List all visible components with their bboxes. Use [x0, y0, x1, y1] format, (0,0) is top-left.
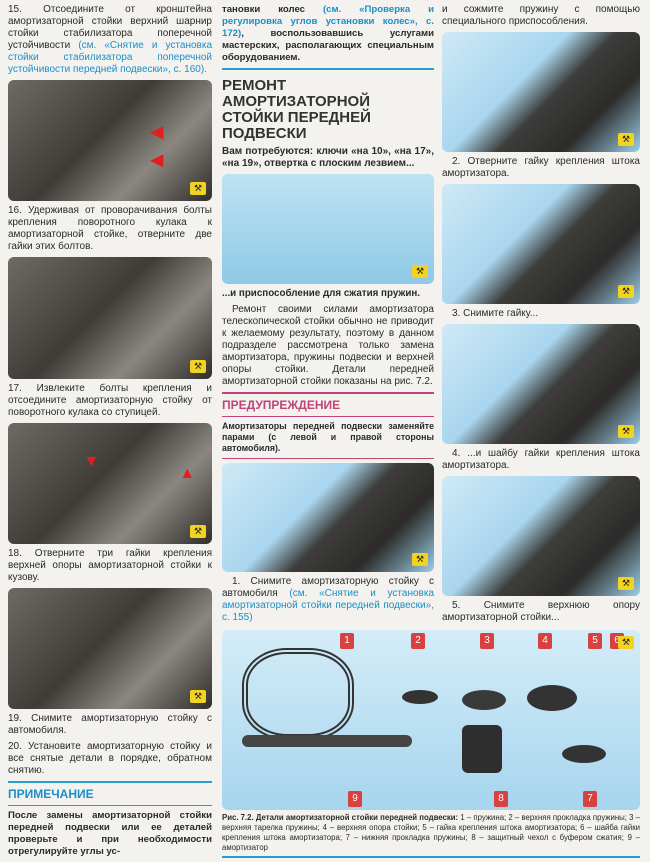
continuation-right: и сожмите пружину с помощью специального… [442, 4, 640, 27]
photo-step-16: ⚒ [8, 257, 212, 379]
divider [222, 415, 434, 417]
arrow-icon: ◀ [150, 152, 164, 170]
upper-mount-part [527, 685, 577, 711]
photo-step-2: ⚒ [442, 184, 640, 304]
photo-step-3: ⚒ [442, 324, 640, 444]
divider [8, 781, 212, 783]
divider [222, 457, 434, 459]
photo-compress-spring: ⚒ [442, 32, 640, 152]
divider [8, 805, 212, 806]
lower-spring-pad-part [562, 745, 606, 763]
figure-caption-title: Рис. 7.2. Детали амортизаторной стойки п… [222, 813, 459, 822]
continuation-pre: тановки колес [222, 4, 306, 15]
tool-badge-icon: ⚒ [618, 285, 634, 298]
step-18: 18. Отверните три гайки крепления верхне… [8, 547, 212, 583]
tool-badge-icon: ⚒ [190, 690, 206, 703]
upper-spring-pad-part [402, 690, 438, 704]
arrow-icon: ▲ [179, 464, 196, 482]
step-4: 4. ...и шайбу гайки крепления штока амор… [442, 448, 640, 471]
continuation-text: тановки колес (см. «Проверка и регулиров… [222, 4, 434, 64]
tool-badge-icon: ⚒ [190, 182, 206, 196]
note-text: После замены амортизаторной стойки перед… [8, 810, 212, 857]
right-column: и сожмите пружину с помощью специального… [442, 4, 640, 624]
figure-caption-text: 1 – пружина; 2 – верхняя прокладка пружи… [222, 813, 640, 852]
arrow-icon: ▼ [83, 452, 100, 470]
figure-label-5: 5 [588, 633, 602, 649]
middle-column: тановки колес (см. «Проверка и регулиров… [222, 4, 434, 624]
photo-tools: ⚒ [222, 174, 434, 284]
tool-badge-icon: ⚒ [618, 133, 634, 146]
step-16: 16. Удерживая от проворачивания болты кр… [8, 205, 212, 253]
figure-label-7: 7 [583, 791, 597, 807]
tool-badge-icon: ⚒ [618, 636, 634, 649]
step-15: 15. Отсоедините от кронштейна амортизато… [8, 4, 212, 76]
shock-absorber-part [242, 735, 412, 747]
continuation-post: , воспользовавшись услугами мастерских, … [222, 28, 434, 63]
tool-badge-icon: ⚒ [618, 577, 634, 590]
tool-badge-icon: ⚒ [412, 264, 428, 278]
figure-label-9: 9 [348, 791, 362, 807]
section-title: РЕМОНТ АМОРТИЗАТОРНОЙ СТОЙКИ ПЕРЕДНЕЙ ПО… [222, 77, 371, 142]
figure-label-2: 2 [411, 633, 425, 649]
step-15-reference[interactable]: (см. «Снятие и установка стойки стабилиз… [8, 40, 213, 75]
tool-badge-icon: ⚒ [190, 524, 206, 538]
step-17: 17. Извлеките болты крепления и отсоедин… [8, 382, 212, 418]
photo-step-18: ⚒ [8, 587, 212, 709]
divider [222, 391, 434, 394]
divider [222, 856, 640, 858]
figure-label-3: 3 [480, 633, 494, 649]
step-1-reference[interactable]: (см. «Снятие и установка амортизаторной … [222, 588, 435, 623]
continuation-reference[interactable]: (см. «Проверка и регулировка углов устан… [222, 4, 435, 39]
step-2: 2. Отверните гайку крепления штока аморт… [442, 156, 640, 179]
photo-step-15: ◀ ◀ ⚒ [8, 80, 212, 202]
step-15-text: 15. Отсоедините от кронштейна амортизато… [8, 4, 212, 51]
figure-block: 1 2 3 4 5 6 7 8 9 ⚒ Рис. 7.2. Детали амо… [222, 630, 640, 858]
warning-heading: ПРЕДУПРЕЖДЕНИЕ [222, 397, 341, 412]
spring-part [242, 648, 354, 740]
figure-7-2: 1 2 3 4 5 6 7 8 9 ⚒ [222, 630, 640, 810]
tool-badge-icon: ⚒ [618, 425, 634, 438]
figure-label-4: 4 [538, 633, 552, 649]
left-column: 15. Отсоедините от кронштейна амортизато… [8, 4, 212, 858]
figure-caption: Рис. 7.2. Детали амортизаторной стойки п… [222, 813, 640, 853]
tool-badge-icon: ⚒ [412, 553, 428, 566]
step-5: 5. Снимите верхнюю опору амортизаторной … [442, 600, 640, 623]
photo-step-4: ⚒ [442, 476, 640, 596]
upper-spring-seat-part [462, 690, 506, 710]
intro-paragraph: Ремонт своими силами амортизатора телеск… [222, 303, 434, 387]
figure-label-8: 8 [494, 791, 508, 807]
arrow-icon: ◀ [150, 124, 164, 142]
dust-boot-part [462, 725, 502, 773]
step-1-text: 1. Снимите амортизаторную стойку с автом… [222, 576, 434, 599]
photo-step-17: ▼ ▲ ⚒ [8, 422, 212, 544]
step-3: 3. Снимите гайку... [452, 308, 539, 319]
warning-text: Амортизаторы передней подвески заменяйте… [222, 420, 434, 453]
divider [222, 68, 434, 70]
step-1: 1. Снимите амортизаторную стойку с автом… [222, 576, 434, 624]
photo-step-1: ⚒ [222, 462, 434, 572]
figure-label-1: 1 [340, 633, 354, 649]
note-heading: ПРИМЕЧАНИЕ [8, 787, 94, 801]
tools-required: Вам потребуются: ключи «на 10», «на 17»,… [222, 146, 434, 169]
step-19: 19. Снимите амортизаторную стойку с авто… [8, 713, 212, 736]
tool-badge-icon: ⚒ [190, 359, 206, 373]
tools-continued: ...и приспособление для сжатия пружин. [222, 287, 420, 299]
step-20: 20. Установите амортизаторную стойку и в… [8, 741, 212, 776]
